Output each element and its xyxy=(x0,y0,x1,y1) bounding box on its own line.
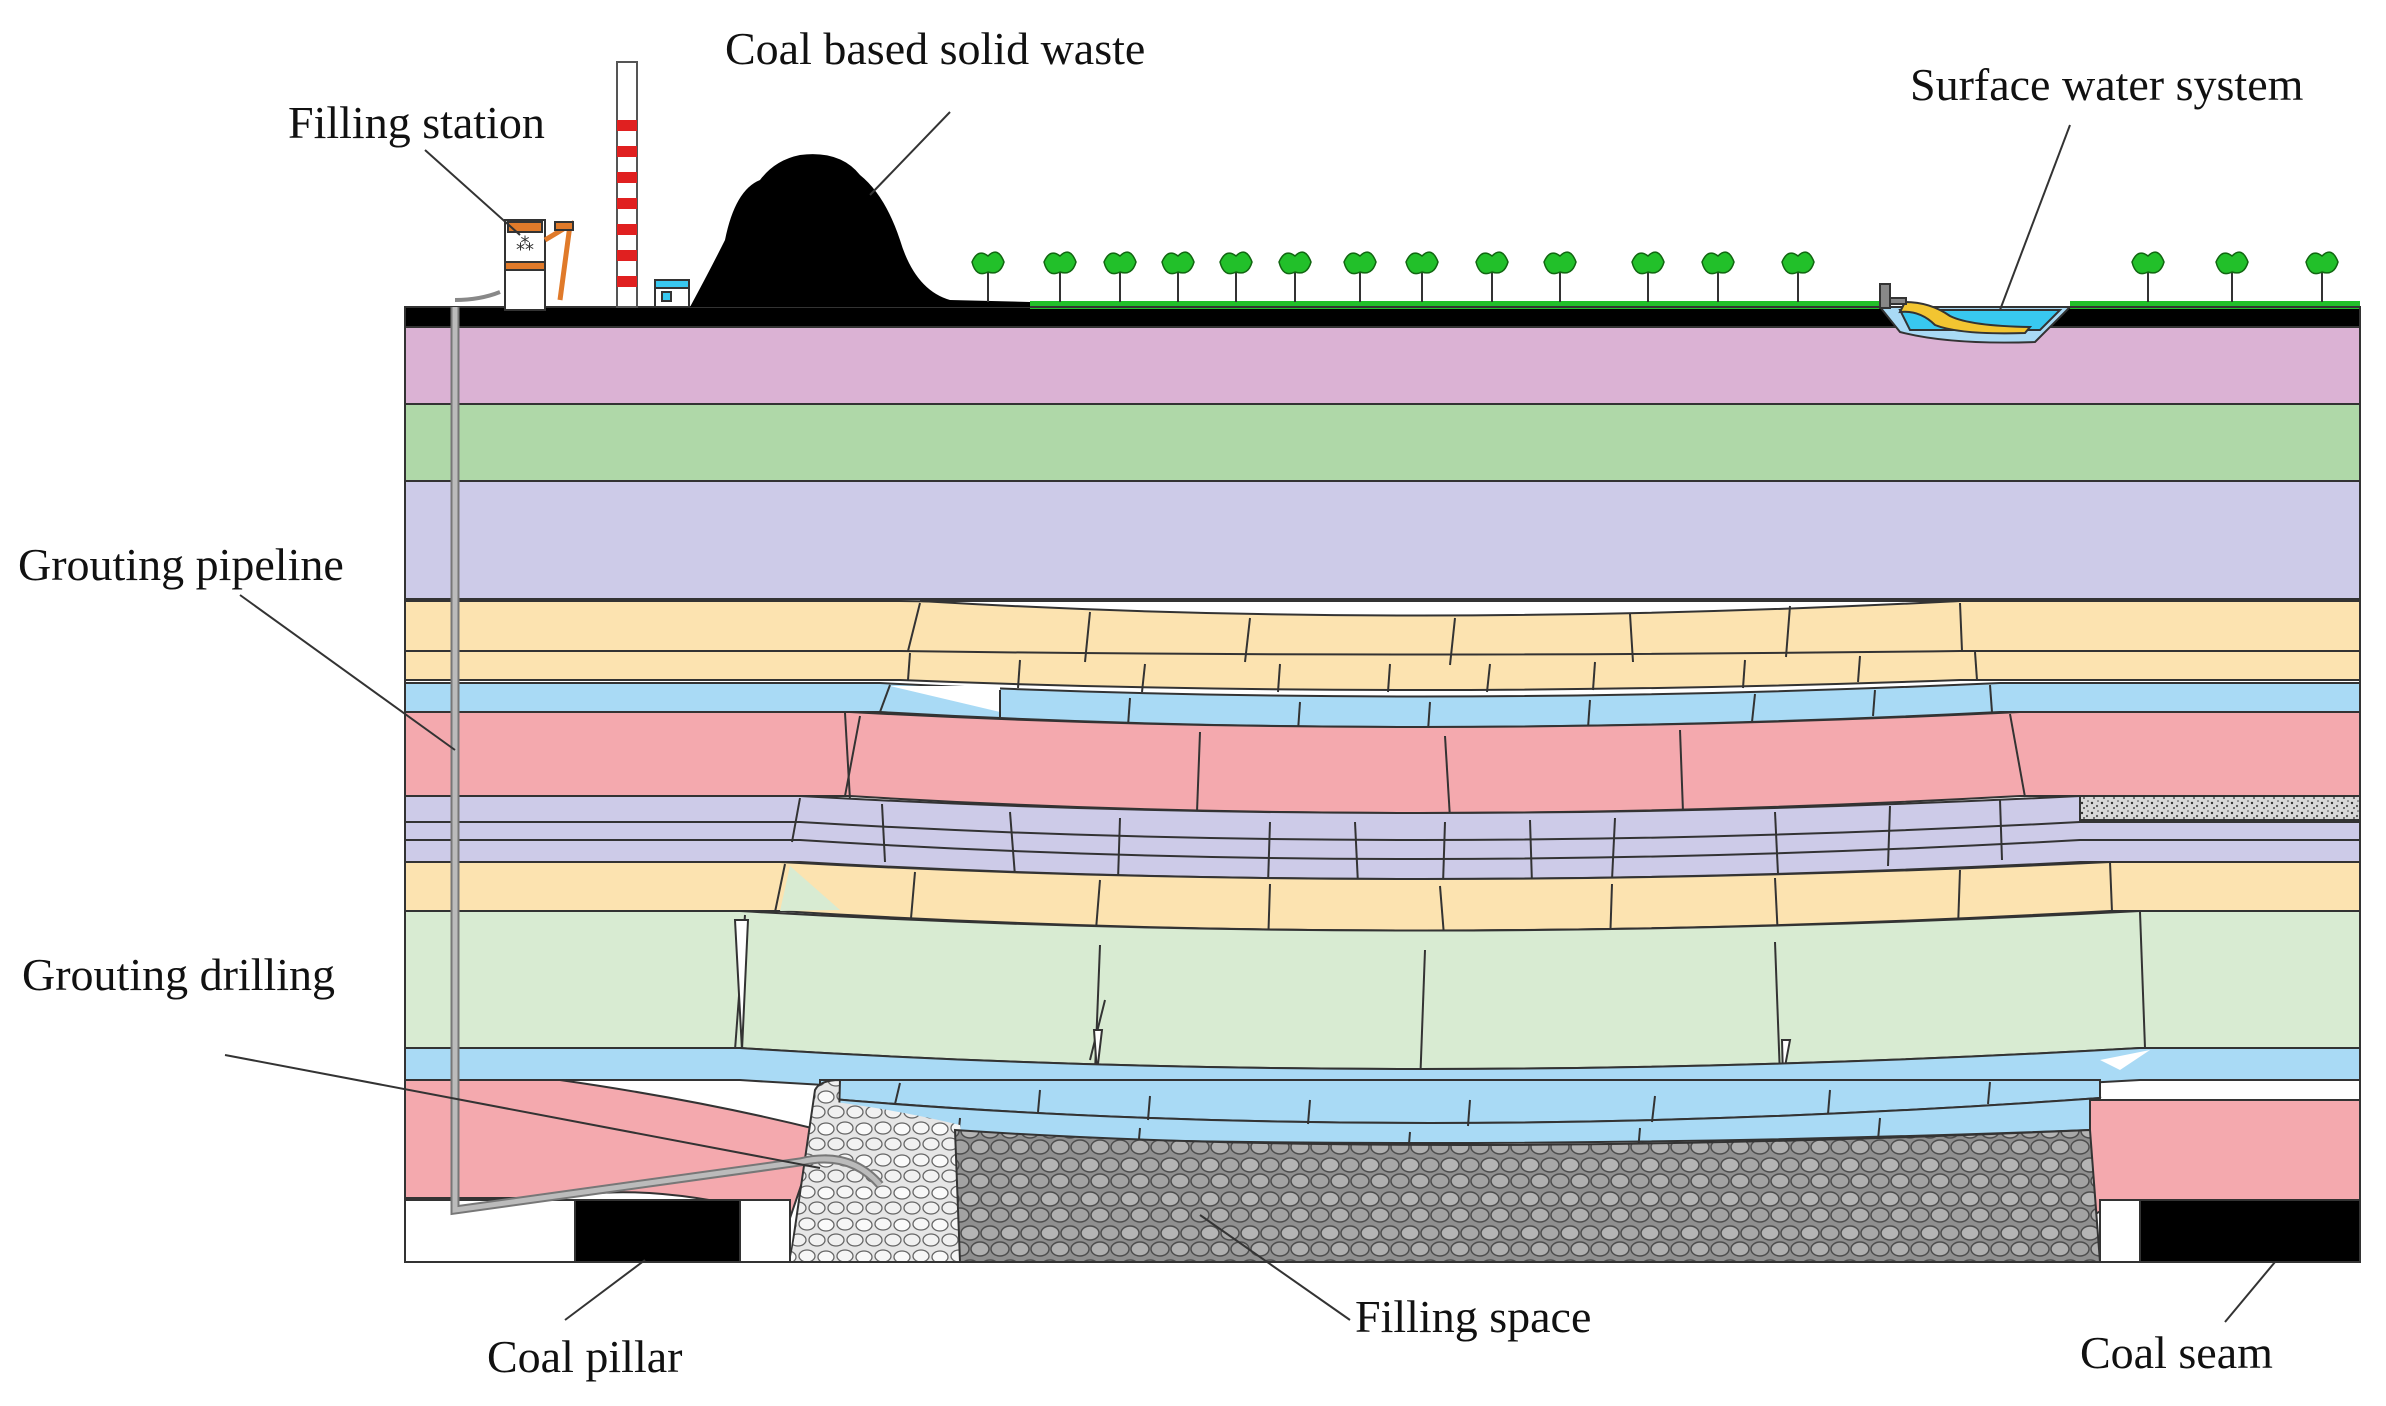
leader-lines xyxy=(224,111,2276,1323)
tree-icon xyxy=(971,251,1005,302)
stratum-lavender xyxy=(404,480,2361,600)
label-filling-station: Filling station xyxy=(288,97,545,148)
tree-icons xyxy=(971,251,2339,302)
ground-surface xyxy=(405,301,2360,327)
section-frame xyxy=(404,306,2361,1263)
label-surface-water-system: Surface water system xyxy=(1910,59,2304,110)
label-grouting-drilling: Grouting drilling xyxy=(22,949,335,1000)
filling-station-icon: ⁂ xyxy=(504,219,574,311)
label-grouting-pipeline: Grouting pipeline xyxy=(18,539,344,590)
tree-icon xyxy=(1043,251,1077,302)
label-coal-based-solid-waste: Coal based solid waste xyxy=(725,23,1145,74)
grouting-pipeline-line xyxy=(450,290,884,1216)
surface-water-pond xyxy=(1877,283,2073,344)
label-filling-space: Filling space xyxy=(1355,1291,1591,1342)
tree-icon xyxy=(1543,251,1577,302)
tree-icon xyxy=(1405,251,1439,302)
filling-space-area xyxy=(788,1078,2102,1263)
tree-icon xyxy=(1475,251,1509,302)
rock-strata xyxy=(404,326,2361,1224)
tree-icon xyxy=(1278,251,1312,302)
building-icon xyxy=(654,279,690,308)
coal-pillar-block xyxy=(574,1199,741,1263)
tree-icon xyxy=(1103,251,1137,302)
tree-icon xyxy=(1781,251,1815,302)
tree-icon xyxy=(1631,251,1665,302)
stratum-purple xyxy=(404,326,2361,405)
label-coal-seam: Coal seam xyxy=(2080,1327,2273,1378)
tree-icon xyxy=(2215,251,2249,302)
svg-text:⁂: ⁂ xyxy=(516,234,534,255)
coal-seam-layer xyxy=(404,1199,2361,1263)
label-coal-pillar: Coal pillar xyxy=(487,1331,682,1382)
chimney-icon xyxy=(616,61,638,308)
tree-icon xyxy=(1161,251,1195,302)
stratum-green xyxy=(404,403,2361,482)
coal-seam-block xyxy=(2139,1199,2361,1263)
tree-icon xyxy=(2305,251,2339,302)
tree-icon xyxy=(2131,251,2165,302)
stratum-light-green xyxy=(404,910,2361,1070)
coal-waste-pile xyxy=(690,154,1030,307)
tree-icon xyxy=(1701,251,1735,302)
tree-icon xyxy=(1219,251,1253,302)
tree-icon xyxy=(1343,251,1377,302)
